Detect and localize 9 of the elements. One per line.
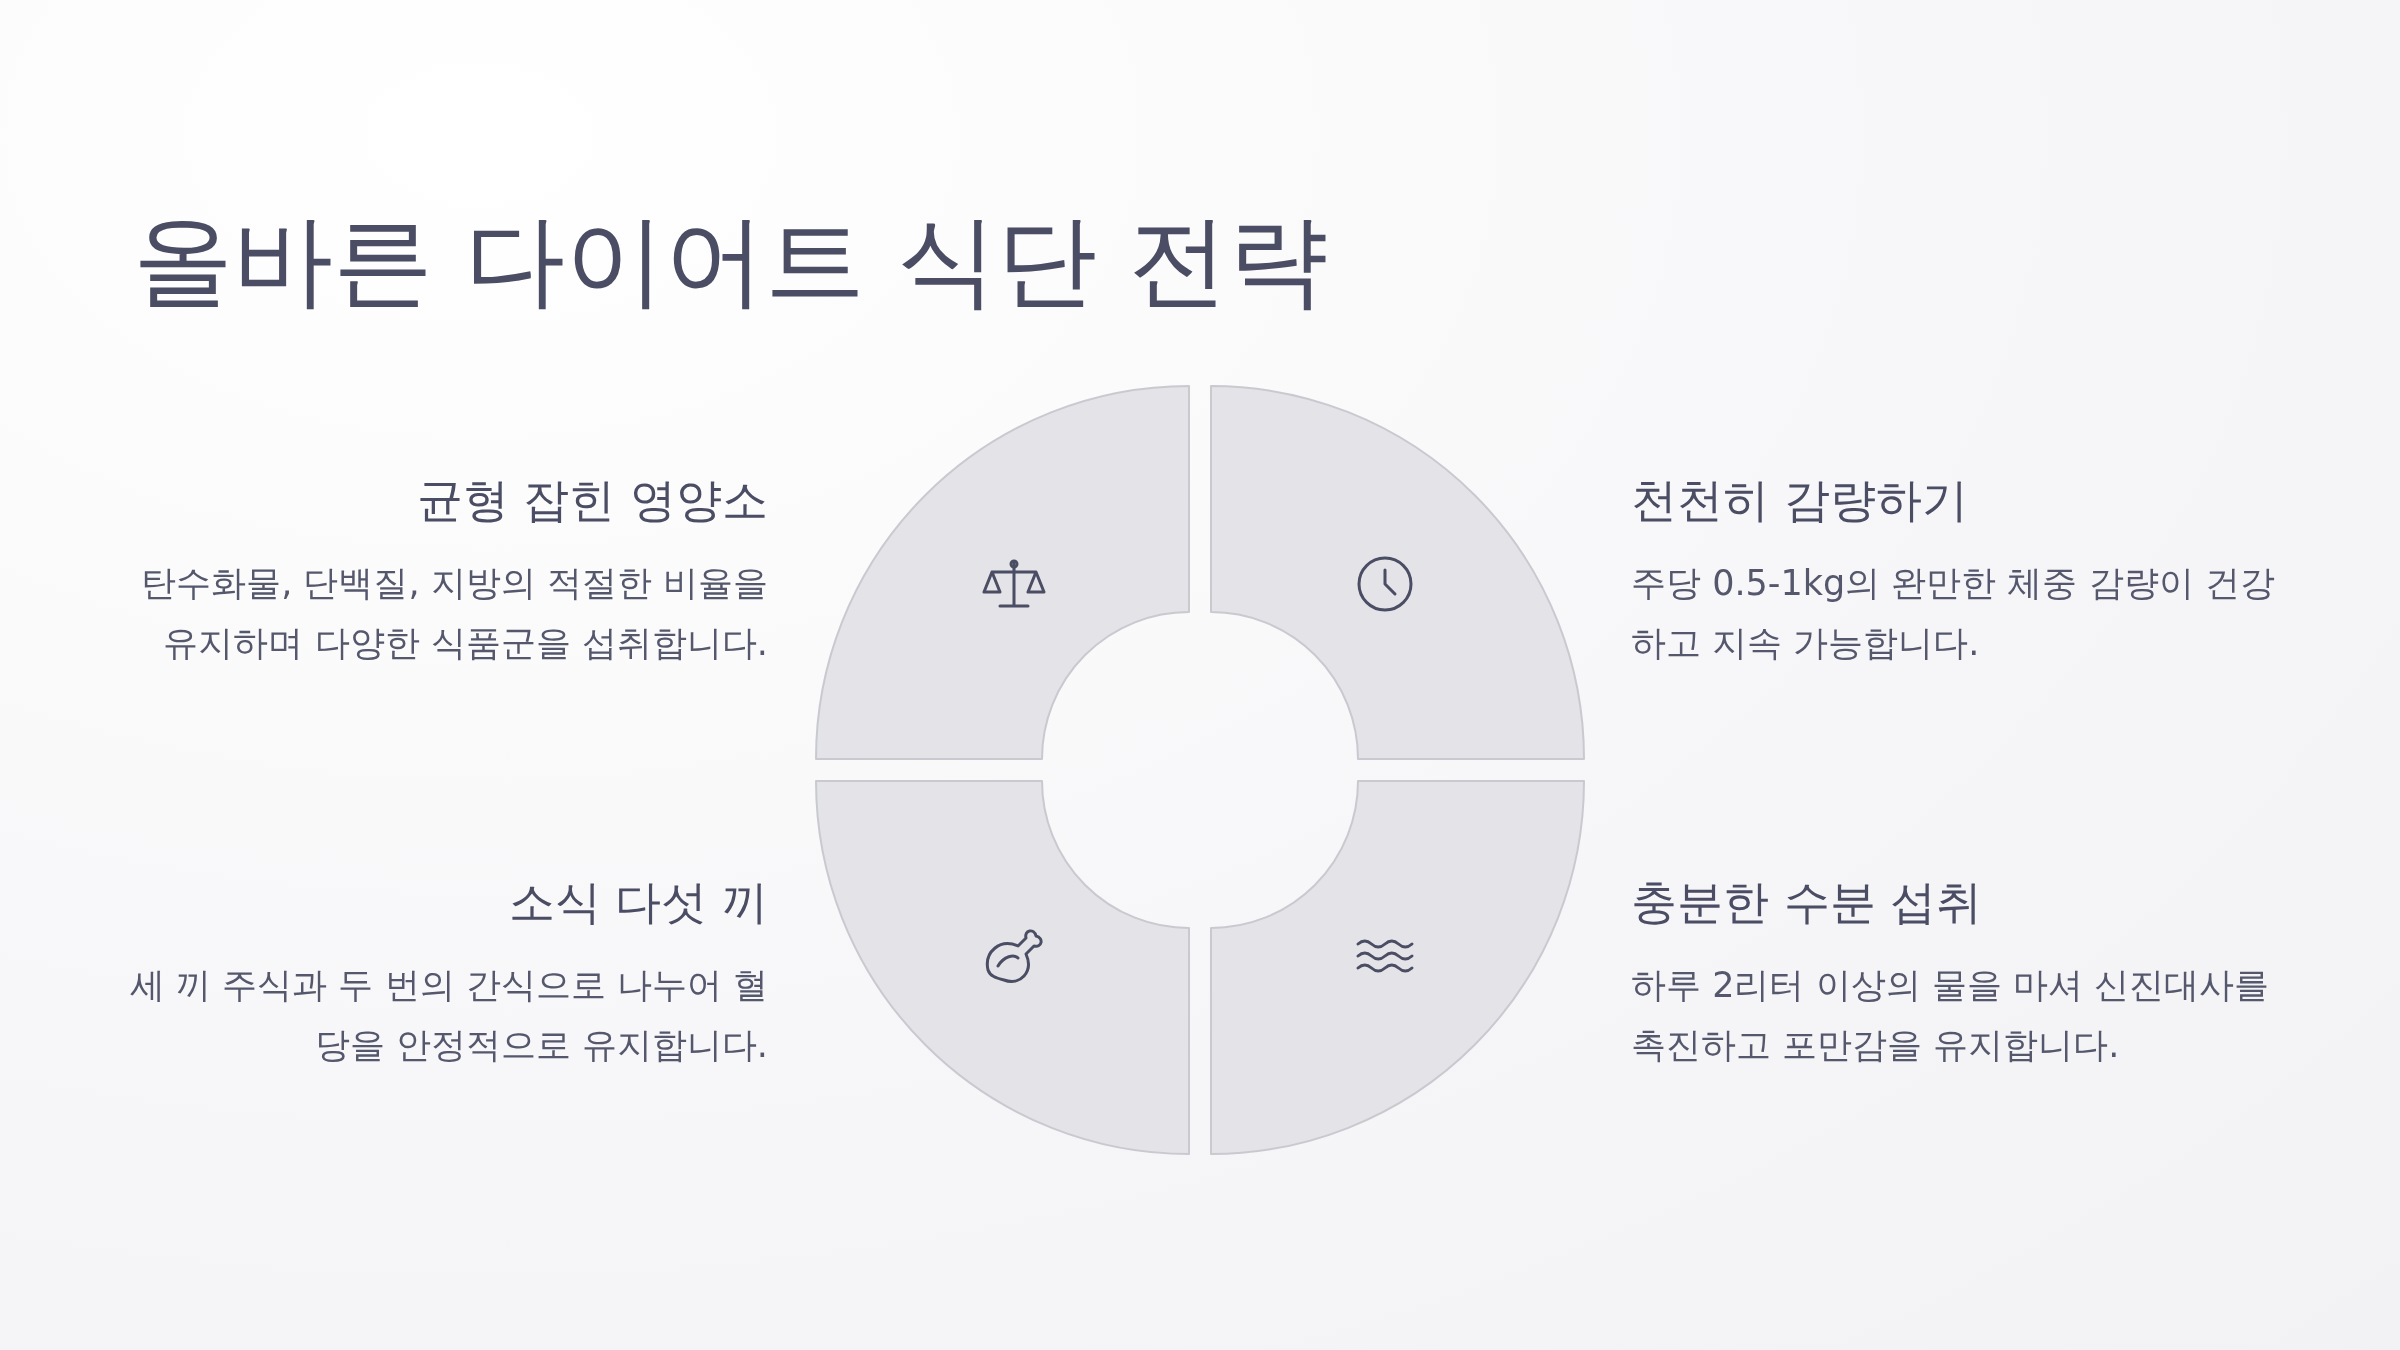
section-heading: 균형 잡힌 영양소 (416, 472, 768, 529)
slide-title: 올바른 다이어트 식단 전략 (133, 201, 1329, 321)
section-heading: 소식 다섯 끼 (508, 874, 768, 931)
description-text: 주당 0.5-1kg의 완만한 체중 감량이 건강하고 지속 가능합니다. (1631, 562, 2276, 665)
description-text: 세 끼 주식과 두 번의 간식으로 나누어 혈당을 안정적으로 유지합니다. (129, 964, 768, 1067)
description-text: 탄수화물, 단백질, 지방의 적절한 비율을 유지하며 다양한 식품군을 섭취합니다. (140, 562, 768, 665)
section-heading: 충분한 수분 섭취 (1631, 874, 1983, 931)
description-text: 하루 2리터 이상의 물을 마셔 신진대사를 촉진하고 포만감을 유지합니다. (1631, 964, 2270, 1067)
section-heading: 천천히 감량하기 (1631, 472, 1968, 529)
